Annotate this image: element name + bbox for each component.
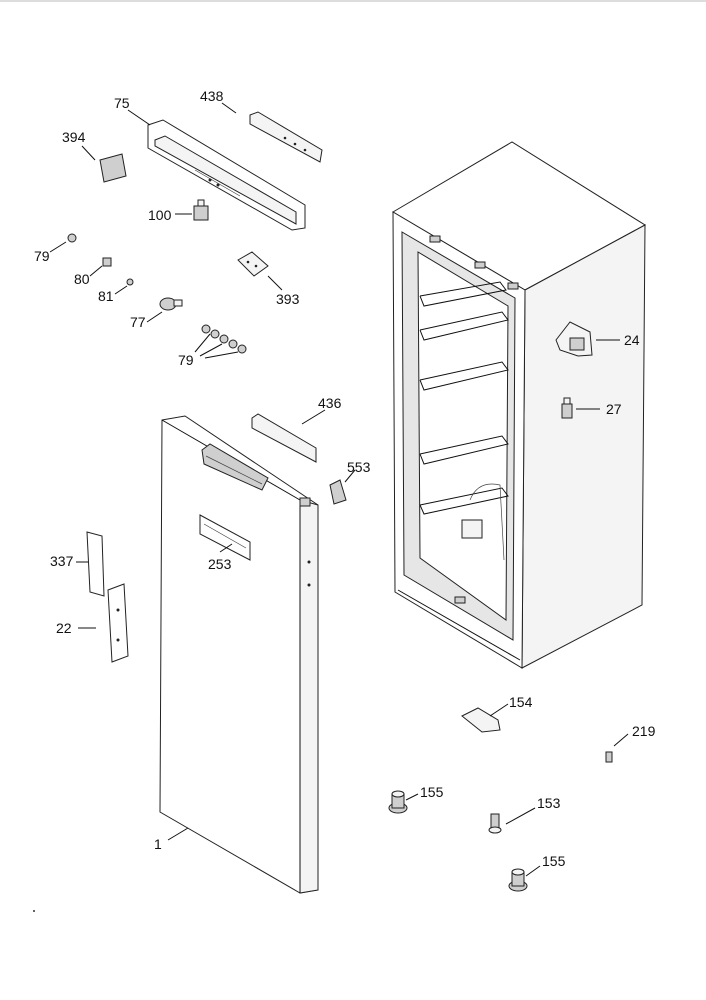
part-80-clip	[102, 257, 112, 267]
part-553-bracket	[329, 479, 347, 505]
part-219-clip	[605, 751, 613, 763]
cabinet-shelves	[419, 281, 509, 515]
callout-553: 553	[347, 459, 371, 475]
callout-394: 394	[62, 129, 86, 145]
callout-77: 77	[130, 314, 146, 330]
callout-438: 438	[200, 88, 224, 104]
callout-393: 393	[276, 291, 300, 307]
part-79-screw-a	[67, 233, 77, 243]
callout-24: 24	[624, 332, 640, 348]
callout-155-a: 155	[420, 784, 444, 800]
callout-337: 337	[50, 553, 74, 569]
callout-22: 22	[56, 620, 72, 636]
part-81-pin	[126, 278, 134, 286]
callout-155-b: 155	[542, 853, 566, 869]
part-27-pin	[561, 397, 573, 419]
door	[159, 415, 319, 894]
cabinet	[392, 141, 646, 669]
part-155-foot-a	[388, 790, 408, 814]
callout-81: 81	[98, 288, 114, 304]
part-436-cover	[251, 413, 317, 463]
part-154-bracket	[461, 707, 501, 733]
callout-253: 253	[208, 556, 232, 572]
part-337-strip	[86, 531, 105, 597]
callout-154: 154	[509, 694, 533, 710]
callout-80: 80	[74, 271, 90, 287]
part-79-screws-b	[201, 324, 247, 354]
part-153-bolt	[488, 813, 502, 834]
part-100-switch	[193, 199, 209, 221]
callout-100: 100	[148, 207, 172, 223]
part-393-pcb	[237, 251, 269, 277]
callout-75: 75	[114, 95, 130, 111]
part-77-knob	[159, 297, 183, 311]
callout-79-a: 79	[34, 248, 50, 264]
callout-153: 153	[537, 795, 561, 811]
callout-436: 436	[318, 395, 342, 411]
callout-79-b: 79	[178, 352, 194, 368]
part-155-foot-b	[508, 868, 528, 892]
leader-lines	[49, 102, 629, 877]
part-394-plate	[99, 153, 127, 183]
callout-1: 1	[154, 836, 162, 852]
part-438-bracket	[249, 111, 323, 163]
callout-219: 219	[632, 723, 656, 739]
callout-labels: 75 438 394 100 79 80 81 393 77 79 24 27 …	[34, 88, 656, 869]
part-75-top-trim	[147, 119, 306, 231]
callout-27: 27	[606, 401, 622, 417]
part-24-hinge	[555, 321, 593, 357]
stray-dot	[33, 910, 35, 912]
part-22-hinge-bracket	[107, 583, 129, 663]
